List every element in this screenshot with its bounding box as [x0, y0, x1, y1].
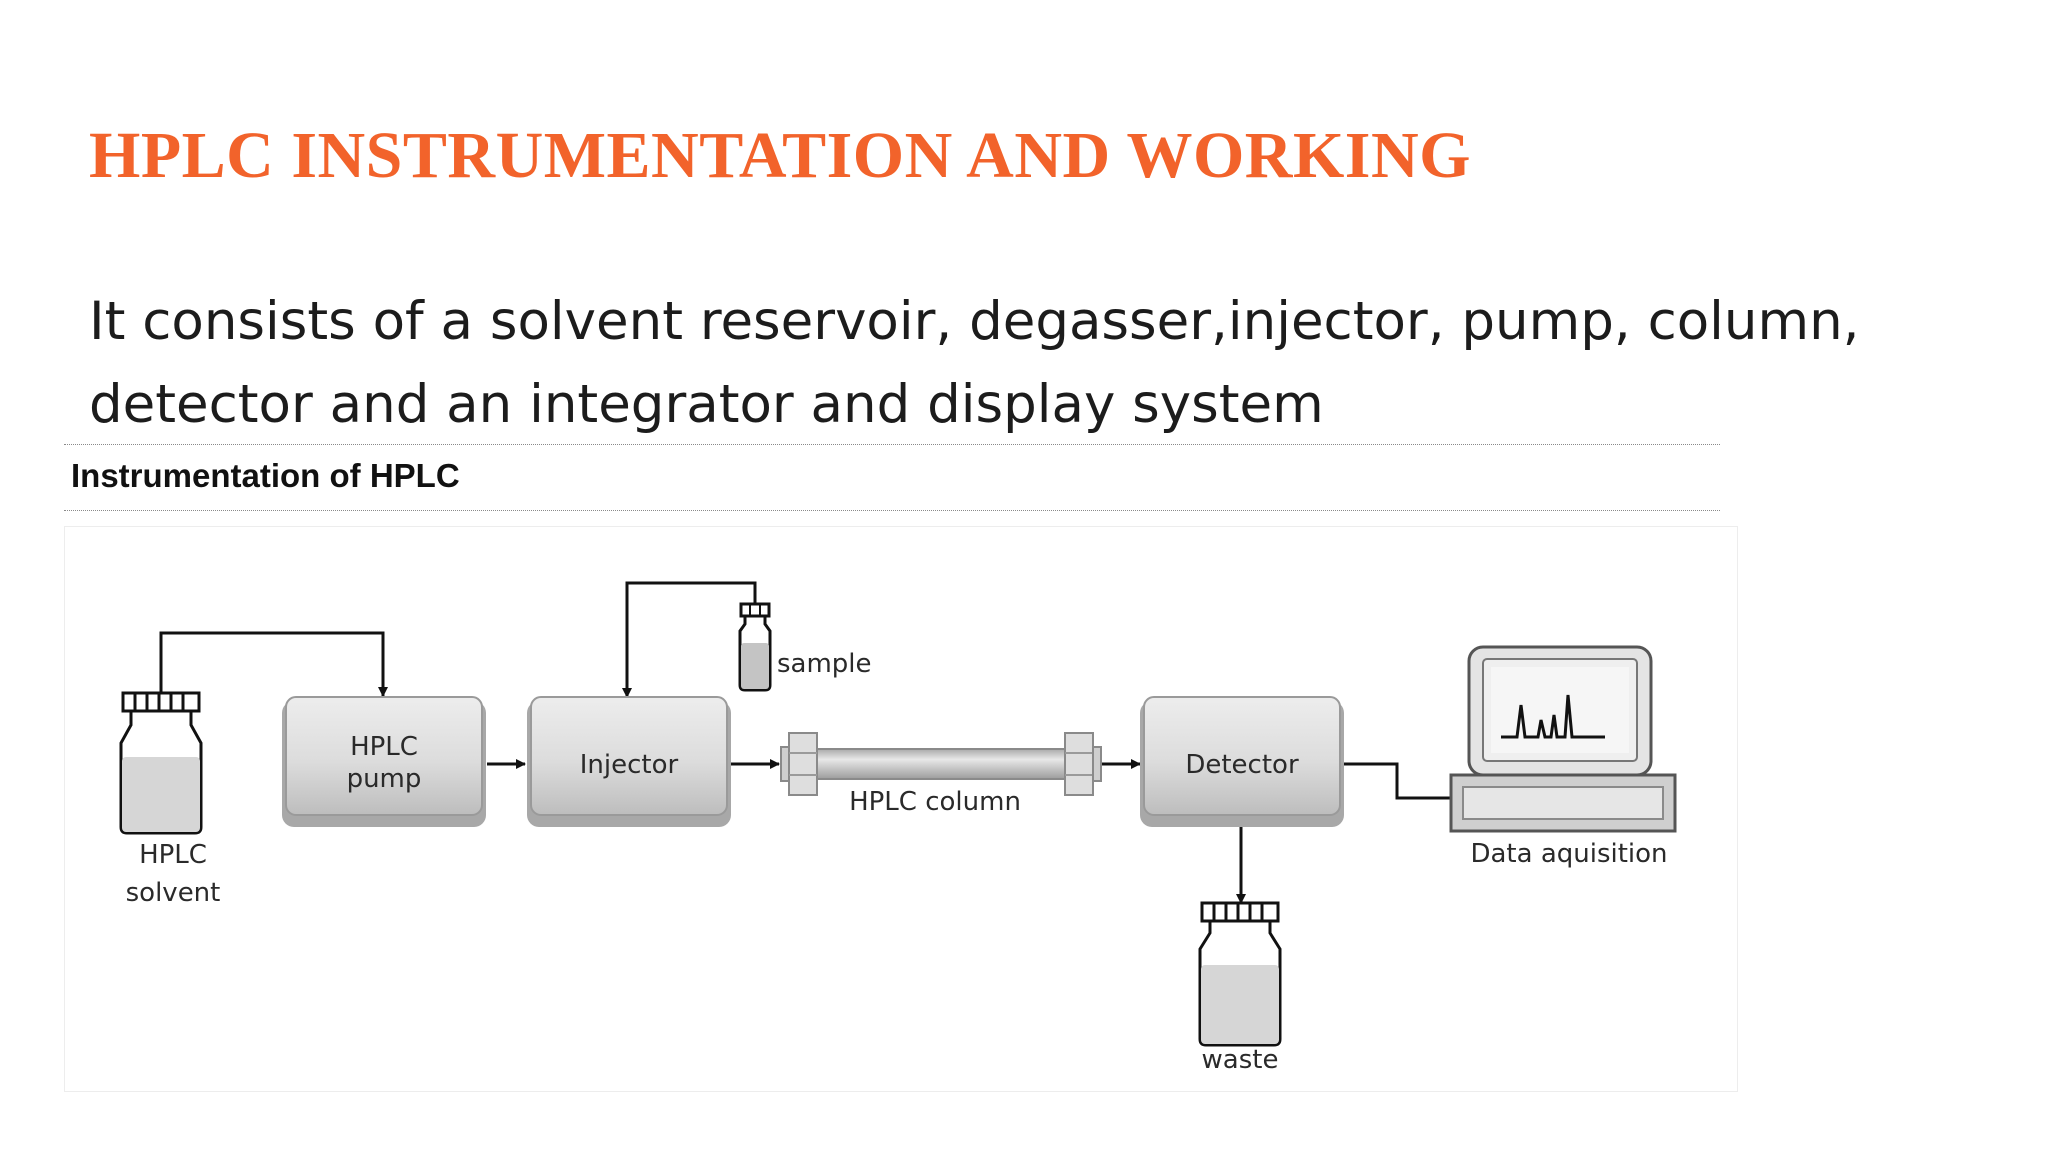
detector-to-data-line: [1341, 762, 1451, 800]
hplc-diagram: HPLC solvent HPLC pump Injector: [119, 581, 1677, 1075]
column-label: HPLC column: [849, 787, 1021, 817]
waste-label: waste: [1202, 1045, 1279, 1075]
pump-box: [282, 696, 486, 827]
column-icon: [780, 732, 1102, 796]
pump-label-line2: pump: [347, 764, 422, 794]
sample-label: sample: [777, 649, 872, 679]
figure-title: Instrumentation of HPLC: [71, 457, 460, 494]
solvent-bottle-icon: [119, 691, 203, 835]
pump-label-line1: HPLC: [350, 732, 418, 762]
solvent-label-line1: HPLC: [139, 840, 207, 870]
sample-vial-icon: [738, 602, 772, 692]
diagram-panel: HPLC solvent HPLC pump Injector: [64, 526, 1738, 1092]
data-acquisition-label: Data aquisition: [1470, 839, 1667, 869]
figure-top-divider: [64, 444, 1720, 445]
waste-bottle-icon: [1198, 901, 1282, 1047]
slide-title: HPLC INSTRUMENTATION AND WORKING: [89, 119, 1471, 192]
chromatogram-trace: [1501, 694, 1605, 739]
detector-box: [1140, 696, 1344, 827]
sample-to-injector-line: [622, 581, 757, 698]
slide-body-text: It consists of a solvent reservoir, dega…: [89, 291, 1860, 435]
hplc-figure: Instrumentation of HPLC: [64, 444, 1738, 1092]
injector-box: [527, 696, 731, 827]
computer-icon: [1449, 645, 1677, 833]
solvent-label-line2: solvent: [126, 878, 221, 908]
detector-label: Detector: [1185, 750, 1299, 780]
injector-label: Injector: [580, 750, 679, 780]
figure-bottom-divider: [64, 510, 1720, 511]
solvent-to-pump-line: [159, 631, 388, 697]
